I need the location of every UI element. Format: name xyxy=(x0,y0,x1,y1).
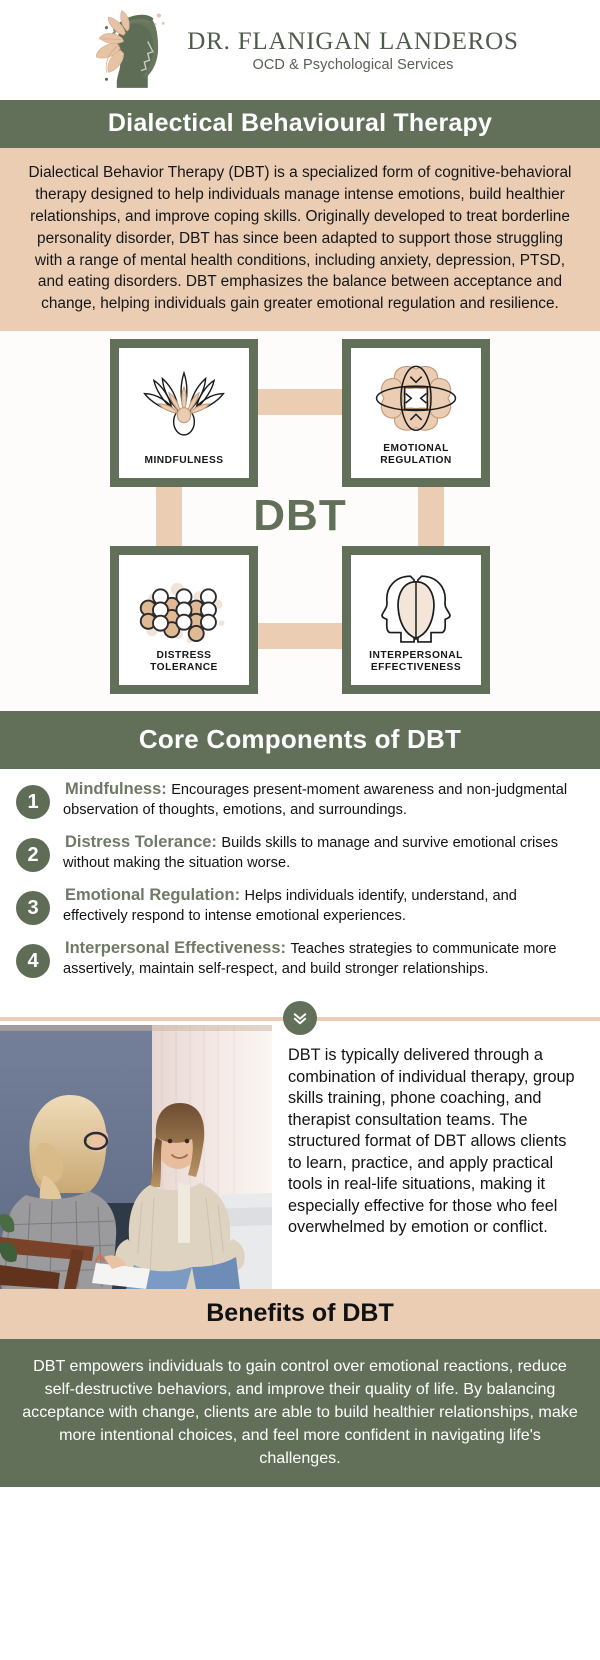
connector-right xyxy=(418,483,444,554)
delivery-paragraph: DBT is typically delivered through a com… xyxy=(288,1046,575,1237)
two-heads-icon xyxy=(369,563,463,645)
list-item-number: 3 xyxy=(16,891,50,926)
list-item-title: Mindfulness: xyxy=(65,780,167,799)
list-item: 2 Distress Tolerance: Builds skills to m… xyxy=(16,832,584,873)
connector-bottom xyxy=(252,623,348,650)
brand-name: DR. FLANIGAN LANDEROS xyxy=(187,27,519,55)
intro-paragraph: Dialectical Behavior Therapy (DBT) is a … xyxy=(0,148,600,332)
list-item-desc: Teaches strategies to communicate more a… xyxy=(63,941,557,977)
list-item-desc: Builds skills to manage and survive emot… xyxy=(63,835,559,871)
lotus-flower-icon xyxy=(137,356,231,438)
list-item-desc: Encourages present-moment awareness and … xyxy=(63,782,568,818)
head-profile-leaves-logo-icon xyxy=(91,7,177,93)
quadrant-emotional-regulation: EMOTIONAL REGULATION xyxy=(342,339,490,488)
connector-top xyxy=(252,389,348,416)
benefits-paragraph: DBT empowers individuals to gain control… xyxy=(0,1339,600,1488)
quadrant-label: EMOTIONAL REGULATION xyxy=(380,442,452,467)
section-title-benefits: Benefits of DBT xyxy=(0,1289,600,1340)
list-item-number: 4 xyxy=(16,944,50,979)
section-divider xyxy=(0,1001,600,1036)
double-chevron-down-icon xyxy=(283,1001,317,1036)
quadrant-label: MINDFULNESS xyxy=(144,455,224,467)
list-item-title: Interpersonal Effectiveness: xyxy=(65,939,286,958)
dbt-diagram: MINDFULNESS xyxy=(0,331,600,712)
quadrant-interpersonal-effectiveness: INTERPERSONAL EFFECTIVENESS xyxy=(342,546,490,695)
connector-left xyxy=(156,483,182,554)
bubbles-cluster-icon xyxy=(137,563,231,645)
list-item-title: Emotional Regulation: xyxy=(65,886,241,905)
brand-tagline: OCD & Psychological Services xyxy=(252,56,454,73)
quadrant-distress-tolerance: DISTRESS TOLERANCE xyxy=(110,546,258,695)
list-item-number: 1 xyxy=(16,785,50,820)
list-item-title: Distress Tolerance: xyxy=(65,833,217,852)
list-item-number: 2 xyxy=(16,838,50,873)
brand-header: DR. FLANIGAN LANDEROS OCD & Psychologica… xyxy=(0,0,600,100)
list-item: 3 Emotional Regulation: Helps individual… xyxy=(16,885,584,926)
section-title-core-components: Core Components of DBT xyxy=(0,711,600,770)
list-item: 4 Interpersonal Effectiveness: Teaches s… xyxy=(16,938,584,979)
media-section: DBT is typically delivered through a com… xyxy=(0,1025,600,1290)
core-components-list: 1 Mindfulness: Encourages present-moment… xyxy=(0,769,600,1002)
atom-icon xyxy=(369,356,463,438)
quadrant-label: DISTRESS TOLERANCE xyxy=(150,649,218,674)
list-item: 1 Mindfulness: Encourages present-moment… xyxy=(16,779,584,820)
quadrant-label: INTERPERSONAL EFFECTIVENESS xyxy=(369,649,463,674)
therapy-session-photo xyxy=(0,1025,272,1290)
page-title: Dialectical Behavioural Therapy xyxy=(0,100,600,148)
dbt-center-label: DBT xyxy=(253,491,347,541)
list-item-desc: Helps individuals identify, understand, … xyxy=(63,888,517,924)
quadrant-mindfulness: MINDFULNESS xyxy=(110,339,258,488)
